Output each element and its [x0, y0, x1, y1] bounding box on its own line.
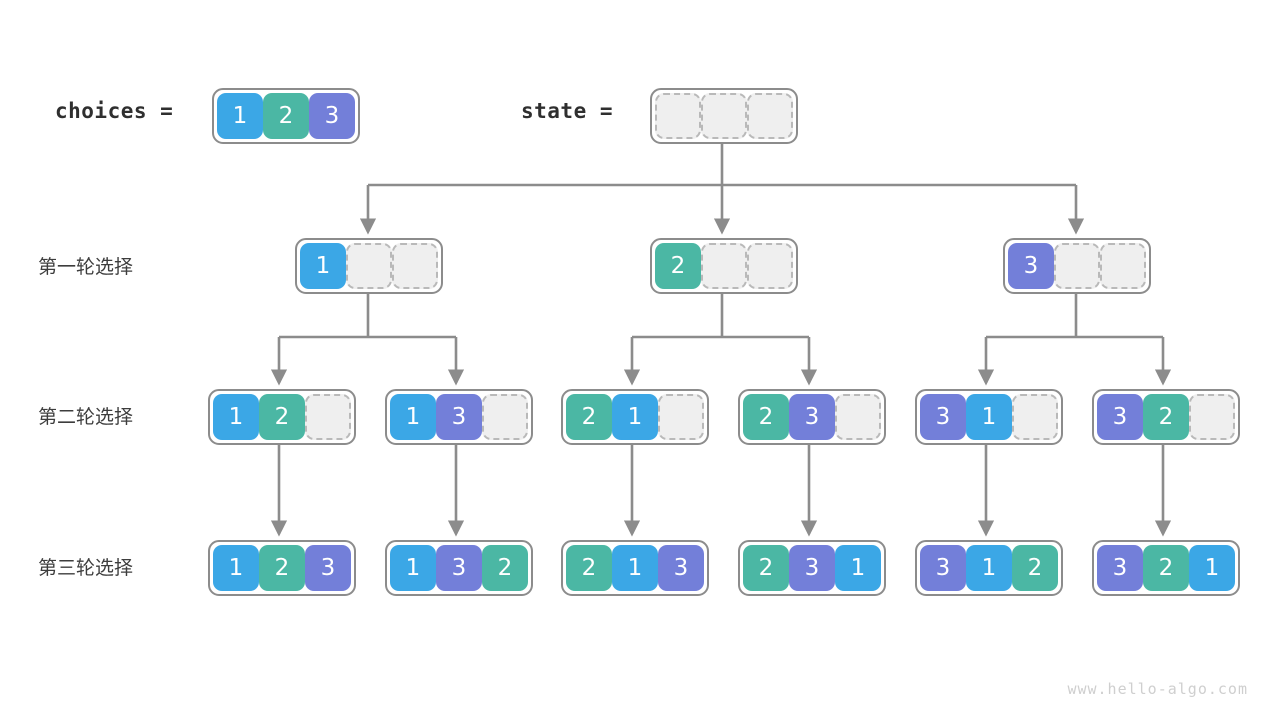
round-3-node-6-cell-1: 1 — [1189, 545, 1235, 591]
round-1-node-1: 1 — [295, 238, 443, 294]
round-2-node-1-cell-2: 2 — [259, 394, 305, 440]
round-2-node-2-cell-empty — [482, 394, 528, 440]
round-1-node-1-cell-1: 1 — [300, 243, 346, 289]
round-3-node-2-cell-1: 1 — [390, 545, 436, 591]
round-3-node-1-cell-3: 3 — [305, 545, 351, 591]
round-3-node-6-cell-2: 2 — [1143, 545, 1189, 591]
choices-cell-3: 3 — [309, 93, 355, 139]
round-2-node-2-cell-1: 1 — [390, 394, 436, 440]
round-1-node-1-cell-empty — [392, 243, 438, 289]
round-3-node-5-cell-2: 2 — [1012, 545, 1058, 591]
round-1-node-1-cell-empty — [346, 243, 392, 289]
round-2-node-5-cell-empty — [1012, 394, 1058, 440]
round-2-node-4-cell-3: 3 — [789, 394, 835, 440]
round-3-node-3-cell-1: 1 — [612, 545, 658, 591]
round-2-node-1-cell-1: 1 — [213, 394, 259, 440]
round-2-node-5-cell-3: 3 — [920, 394, 966, 440]
round-3-node-4-cell-2: 2 — [743, 545, 789, 591]
round-1-node-2-cell-empty — [747, 243, 793, 289]
state-cell-empty — [701, 93, 747, 139]
round-1-node-3-cell-empty — [1054, 243, 1100, 289]
state-cell-empty — [655, 93, 701, 139]
round-3-node-5-cell-1: 1 — [966, 545, 1012, 591]
round-3-node-2-cell-2: 2 — [482, 545, 528, 591]
round-2-node-3-cell-empty — [658, 394, 704, 440]
round-2-node-5-cell-1: 1 — [966, 394, 1012, 440]
round-1-node-3-cell-empty — [1100, 243, 1146, 289]
round-3-node-1-cell-2: 2 — [259, 545, 305, 591]
round-3-node-5-cell-3: 3 — [920, 545, 966, 591]
state-array — [650, 88, 798, 144]
round-2-node-2-cell-3: 3 — [436, 394, 482, 440]
watermark: www.hello-algo.com — [1067, 680, 1248, 698]
row-label-round-1: 第一轮选择 — [38, 256, 134, 278]
round-3-node-6-cell-3: 3 — [1097, 545, 1143, 591]
round-3-node-4-cell-1: 1 — [835, 545, 881, 591]
choices-cell-1: 1 — [217, 93, 263, 139]
round-2-node-6-cell-3: 3 — [1097, 394, 1143, 440]
round-3-node-4-cell-3: 3 — [789, 545, 835, 591]
state-cell-empty — [747, 93, 793, 139]
round-2-node-1-cell-empty — [305, 394, 351, 440]
row-label-round-2: 第二轮选择 — [38, 406, 134, 428]
round-3-node-3-cell-2: 2 — [566, 545, 612, 591]
round-2-node-4-cell-empty — [835, 394, 881, 440]
round-1-node-2-cell-2: 2 — [655, 243, 701, 289]
round-1-node-3: 3 — [1003, 238, 1151, 294]
round-3-node-1-cell-1: 1 — [213, 545, 259, 591]
round-1-node-2-cell-empty — [701, 243, 747, 289]
round-2-node-6-cell-empty — [1189, 394, 1235, 440]
round-3-node-3-cell-3: 3 — [658, 545, 704, 591]
round-2-node-6-cell-2: 2 — [1143, 394, 1189, 440]
round-2-node-3-cell-1: 1 — [612, 394, 658, 440]
round-1-node-2: 2 — [650, 238, 798, 294]
choices-label: choices = — [55, 99, 174, 123]
round-2-node-4-cell-2: 2 — [743, 394, 789, 440]
row-label-round-3: 第三轮选择 — [38, 557, 134, 579]
choices-cell-2: 2 — [263, 93, 309, 139]
round-1-node-3-cell-3: 3 — [1008, 243, 1054, 289]
state-label: state = — [521, 99, 614, 123]
round-2-node-3-cell-2: 2 — [566, 394, 612, 440]
round-3-node-2-cell-3: 3 — [436, 545, 482, 591]
